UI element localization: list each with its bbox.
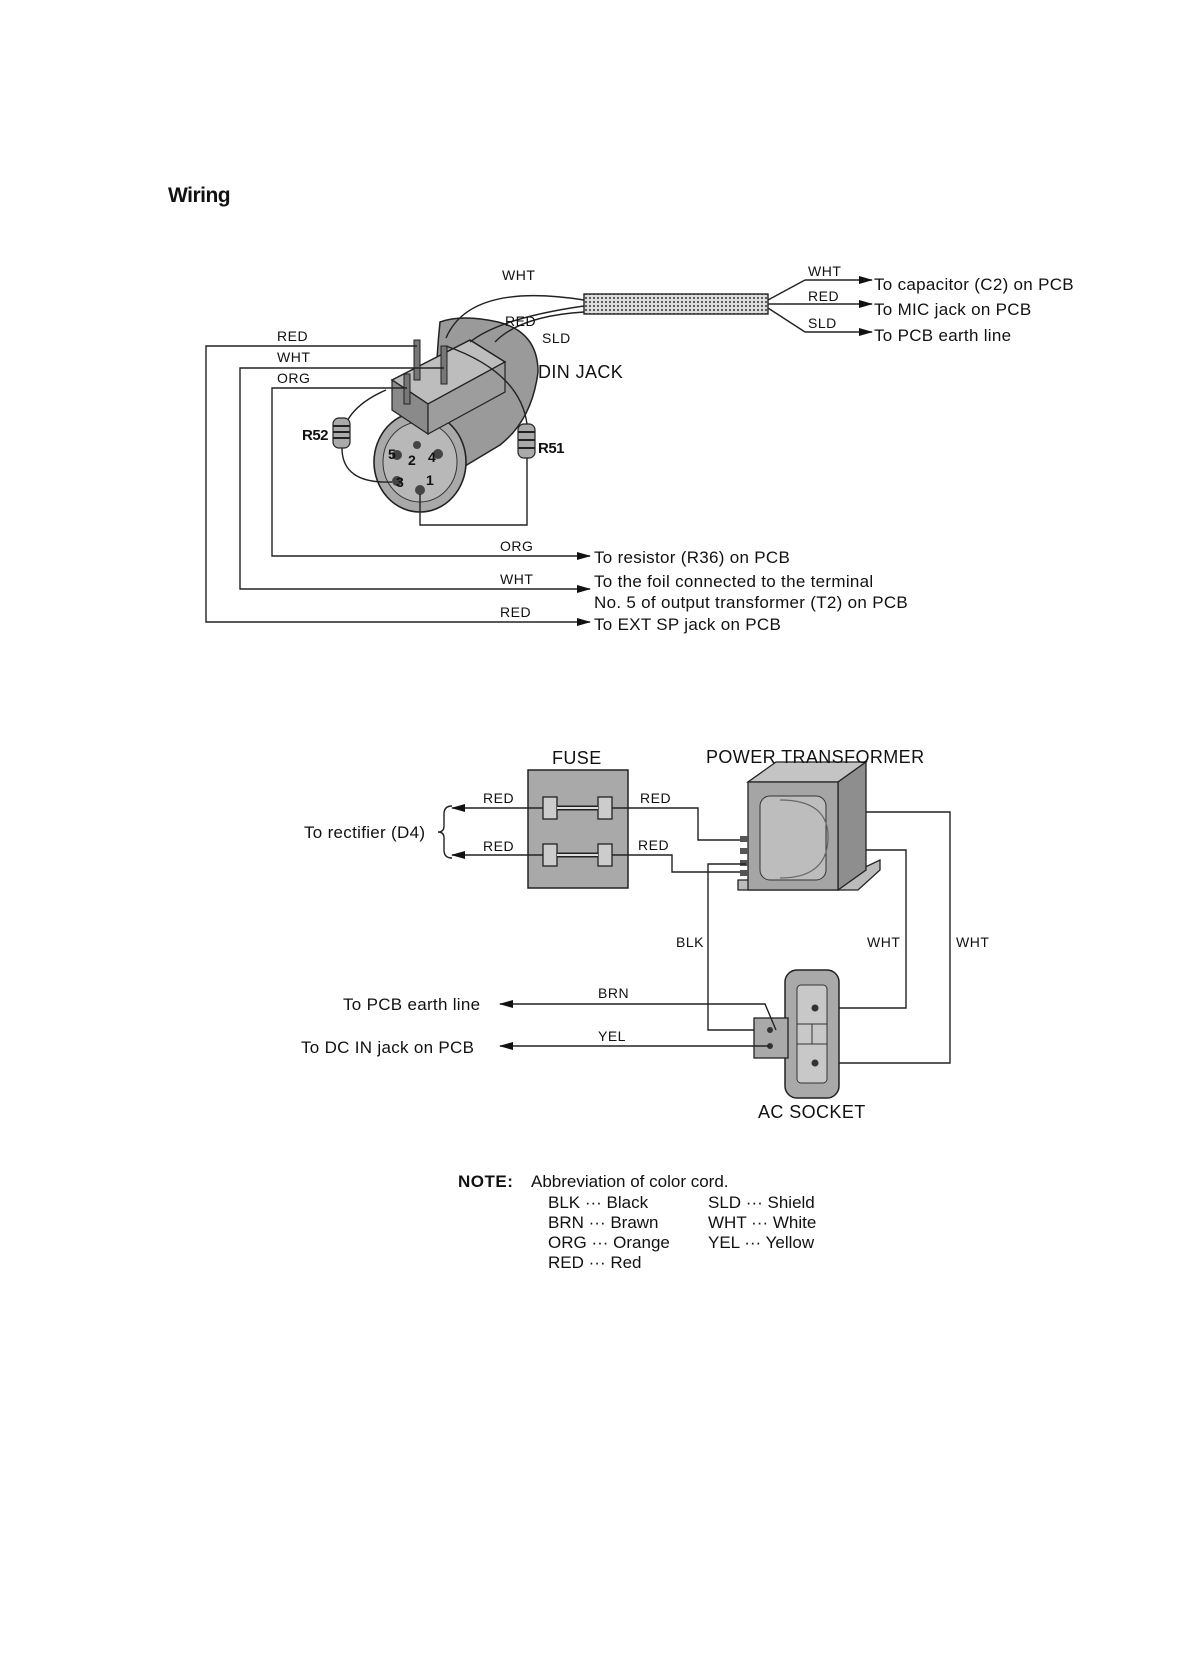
left-wires: RED WHT ORG ORG WHT RED To resistor (R36… — [205, 328, 908, 634]
fuse-left-wire-red-1: RED — [483, 790, 514, 806]
note-entry-org: ORG ··· Orange — [548, 1233, 670, 1252]
wire-label-brn: BRN — [598, 985, 629, 1001]
ac-socket-label: AC SOCKET — [758, 1102, 866, 1122]
bottom-label-wht: WHT — [500, 571, 533, 587]
bottom-label-red: RED — [500, 604, 531, 620]
color-abbreviation-note: NOTE: Abbreviation of color cord. BLK ··… — [458, 1172, 816, 1272]
page-title: Wiring — [168, 184, 231, 207]
fuse-holder: FUSE — [527, 748, 629, 889]
pin-3: 3 — [396, 474, 404, 490]
dest-resistor-r36: To resistor (R36) on PCB — [594, 548, 790, 567]
din-jack-section: 5 2 4 3 1 R52 R51 DIN JACK — [205, 263, 1074, 634]
cable-label-red: RED — [808, 288, 839, 304]
power-section: FUSE RED RED To rectifier (D4) RED RED P… — [301, 747, 989, 1122]
left-label-org: ORG — [277, 370, 310, 386]
note-entry-yel: YEL ··· Yellow — [708, 1233, 815, 1252]
wire-label-wht-2: WHT — [956, 934, 989, 950]
dest-ext-sp-jack: To EXT SP jack on PCB — [594, 615, 781, 634]
dest-dc-in-jack: To DC IN jack on PCB — [301, 1038, 474, 1057]
rectifier-d4-label: To rectifier (D4) — [304, 823, 425, 842]
shielded-cable: WHT RED SLD To capacitor (C2) on PCB To … — [445, 263, 1074, 346]
power-transformer-label: POWER TRANSFORMER — [706, 747, 924, 767]
left-label-red: RED — [277, 328, 308, 344]
dest-capacitor-c2: To capacitor (C2) on PCB — [874, 275, 1074, 294]
din-jack: 5 2 4 3 1 — [373, 317, 539, 513]
resistor-r52-label: R52 — [302, 427, 328, 444]
note-entry-brn: BRN ··· Brawn — [548, 1213, 659, 1232]
dest-foil-terminal-line2: No. 5 of output transformer (T2) on PCB — [594, 593, 908, 612]
jack-wire-label-sld: SLD — [542, 330, 571, 346]
note-entry-sld: SLD ··· Shield — [708, 1193, 815, 1212]
note-entry-red: RED ··· Red — [548, 1253, 642, 1272]
jack-wire-label-wht: WHT — [502, 267, 535, 283]
cable-label-sld: SLD — [808, 315, 837, 331]
wire-label-wht-1: WHT — [867, 934, 900, 950]
fuse-left-wire-red-2: RED — [483, 838, 514, 854]
pin-4: 4 — [428, 449, 436, 465]
ac-socket: AC SOCKET — [753, 969, 866, 1122]
dest-pcb-earth-line-1: To PCB earth line — [874, 326, 1011, 345]
bottom-label-org: ORG — [500, 538, 533, 554]
dest-pcb-earth-line-2: To PCB earth line — [343, 995, 480, 1014]
pin-1: 1 — [426, 472, 434, 488]
pin-5: 5 — [388, 446, 396, 462]
note-entry-blk: BLK ··· Black — [548, 1193, 649, 1212]
fuse-label: FUSE — [552, 748, 602, 768]
note-heading: NOTE: — [458, 1172, 513, 1191]
resistor-r52: R52 — [302, 389, 393, 483]
pin-2: 2 — [408, 452, 416, 468]
wire-label-yel: YEL — [598, 1028, 626, 1044]
cable-label-wht: WHT — [808, 263, 841, 279]
left-label-wht: WHT — [277, 349, 310, 365]
note-intro: Abbreviation of color cord. — [531, 1172, 729, 1191]
resistor-r51: R51 — [419, 345, 565, 526]
fuse-right-wire-red-2: RED — [638, 837, 669, 853]
wire-label-blk: BLK — [676, 934, 704, 950]
note-entry-wht: WHT ··· White — [708, 1213, 816, 1232]
fuse-right-wire-red-1: RED — [640, 790, 671, 806]
jack-wire-label-red: RED — [505, 313, 536, 329]
resistor-r51-label: R51 — [538, 440, 564, 457]
power-transformer: POWER TRANSFORMER — [706, 747, 924, 892]
dest-foil-terminal-line1: To the foil connected to the terminal — [594, 572, 873, 591]
dest-mic-jack: To MIC jack on PCB — [874, 300, 1032, 319]
din-jack-label: DIN JACK — [538, 362, 623, 382]
